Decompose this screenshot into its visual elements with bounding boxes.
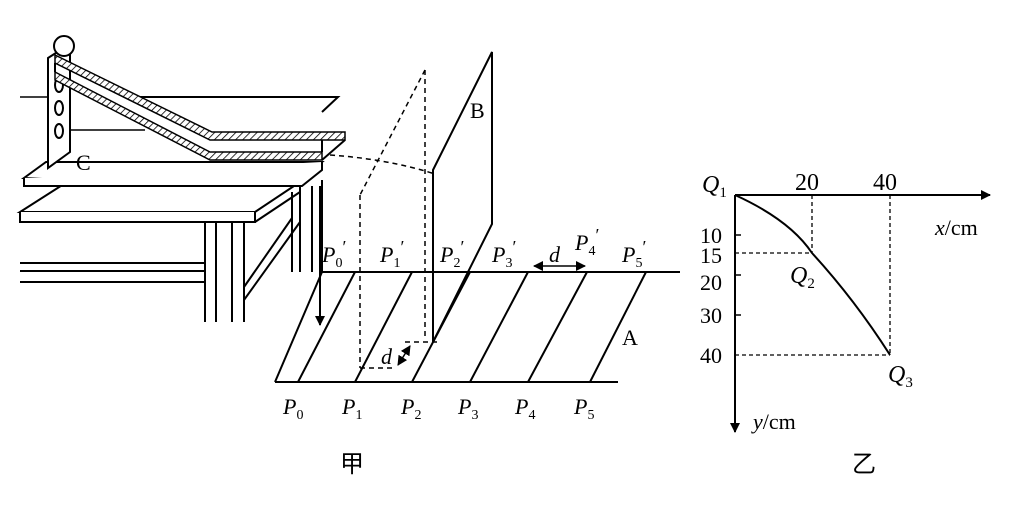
label-p3-prime: P3′ bbox=[491, 237, 516, 271]
platform-a bbox=[274, 271, 680, 383]
base-board bbox=[20, 161, 325, 187]
label-p2: P2 bbox=[400, 394, 421, 423]
y-axis-label: y/cm bbox=[751, 409, 796, 434]
x-tick-20: 20 bbox=[795, 170, 819, 196]
label-p4: P4 bbox=[514, 394, 535, 423]
label-p5-prime: P5′ bbox=[621, 237, 646, 271]
table bbox=[16, 96, 341, 322]
label-p3: P3 bbox=[457, 394, 478, 423]
label-q3: Q3 bbox=[888, 362, 913, 391]
caption-yi: 乙 bbox=[852, 450, 876, 478]
chute bbox=[54, 53, 346, 161]
label-d-top: d bbox=[549, 242, 561, 267]
x-axis-label: x/cm bbox=[934, 215, 978, 240]
label-p0-prime: P0′ bbox=[321, 237, 346, 271]
figure-yi: 20 40 10 15 20 30 40 Q1 Q2 Q3 x/cm y/cm … bbox=[700, 170, 991, 478]
y-tick-40: 40 bbox=[700, 343, 722, 368]
d-arrow-bottom bbox=[397, 345, 411, 366]
label-p2-prime: P2′ bbox=[439, 237, 464, 271]
label-p4-prime: P4′ bbox=[574, 225, 599, 259]
figure-jia-labels: B C A d d P0 P1 P2 P3 P4 P5 P0′ P1′ P2′ … bbox=[76, 98, 646, 478]
label-a: A bbox=[622, 325, 638, 350]
y-tick-30: 30 bbox=[700, 303, 722, 328]
ball-icon bbox=[53, 35, 75, 57]
caption-jia: 甲 bbox=[340, 450, 364, 478]
rail-labels-front: P0 P1 P2 P3 P4 P5 bbox=[282, 394, 594, 423]
label-q2: Q2 bbox=[790, 263, 815, 292]
label-p0: P0 bbox=[282, 394, 303, 423]
label-d-bottom: d bbox=[381, 344, 393, 369]
label-q1: Q1 bbox=[702, 172, 727, 201]
label-p1-prime: P1′ bbox=[379, 237, 404, 271]
label-b: B bbox=[470, 98, 485, 123]
y-tick-20: 20 bbox=[700, 270, 722, 295]
parabola-curve bbox=[734, 194, 891, 356]
rail-labels-back: P0′ P1′ P2′ P3′ P4′ P5′ bbox=[321, 225, 646, 271]
y-tick-10: 10 bbox=[700, 223, 722, 248]
x-tick-40: 40 bbox=[873, 170, 897, 196]
figure-jia bbox=[16, 35, 680, 383]
board-b bbox=[432, 51, 493, 343]
label-c: C bbox=[76, 150, 91, 175]
y-tick-15: 15 bbox=[700, 243, 722, 268]
dashed-board bbox=[359, 69, 437, 369]
label-p1: P1 bbox=[341, 394, 362, 423]
label-p5: P5 bbox=[573, 394, 594, 423]
